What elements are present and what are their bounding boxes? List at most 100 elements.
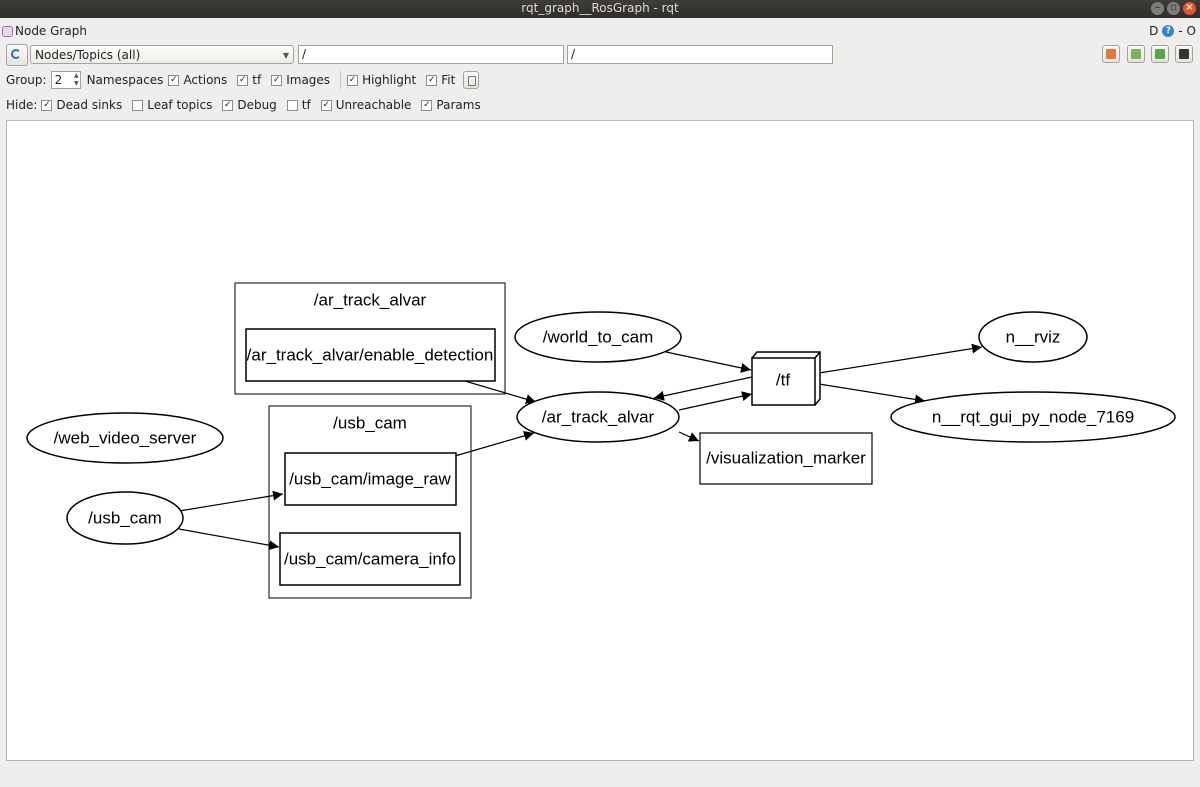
fit-option[interactable]: ✓Fit	[426, 73, 463, 87]
dead-sinks-checkbox[interactable]: ✓	[41, 100, 53, 111]
graph-svg: /ar_track_alvar /usb_cam /ar_track_alvar…	[26, 282, 1176, 599]
window-titlebar: rqt_graph__RosGraph - rqt – ▫ ×	[0, 0, 1200, 18]
cluster-usb-cam-label: /usb_cam	[333, 414, 407, 433]
edge-tf-to-rqtgui	[818, 383, 926, 405]
hide-tf-option[interactable]: tf	[286, 98, 321, 112]
node-rviz[interactable]: n__rviz	[978, 311, 1088, 363]
separator	[340, 71, 342, 89]
fit-checkbox[interactable]: ✓	[426, 75, 438, 86]
images-label: Images	[286, 73, 331, 87]
edge-tf-to-ar	[653, 376, 753, 401]
group-label: Group:	[6, 73, 47, 87]
node-world-to-cam[interactable]: /world_to_cam	[514, 311, 682, 363]
debug-label: Debug	[237, 98, 277, 112]
images-checkbox[interactable]: ✓	[271, 75, 283, 86]
load-dot-button[interactable]	[1102, 45, 1120, 63]
hide-tf-label: tf	[301, 98, 311, 112]
cluster-usb-cam[interactable]: /usb_cam	[268, 405, 472, 599]
leaf-topics-option[interactable]: Leaf topics	[132, 98, 222, 112]
node-web-video-server[interactable]: /web_video_server	[26, 412, 224, 464]
node-filter-input[interactable]: /	[298, 45, 564, 64]
node-ar-track-alvar-label: /ar_track_alvar	[542, 408, 655, 427]
save-image-button[interactable]	[1175, 45, 1193, 63]
highlight-option[interactable]: ✓Highlight	[347, 73, 426, 87]
hide-options-row: Hide: ✓Dead sinks Leaf topics ✓Debug tf …	[6, 94, 491, 116]
images-option[interactable]: ✓Images	[271, 73, 340, 87]
unreachable-checkbox[interactable]: ✓	[320, 100, 332, 111]
params-label: Params	[436, 98, 481, 112]
topic-enable-detection[interactable]: /ar_track_alvar/enable_detection	[245, 328, 496, 382]
edge-enable-to-ar	[464, 380, 537, 404]
help-icon[interactable]: ?	[1162, 25, 1175, 37]
topic-filter-input[interactable]: /	[567, 45, 833, 64]
window-title: rqt_graph__RosGraph - rqt	[521, 1, 679, 15]
chevron-down-icon: ▼	[282, 51, 289, 60]
edge-tf-to-rviz	[818, 343, 983, 374]
leaf-topics-checkbox[interactable]	[132, 100, 144, 111]
namespaces-option[interactable]: Namespaces	[87, 73, 169, 87]
tf-checkbox[interactable]: ✓	[237, 75, 249, 86]
plugin-extra[interactable]: - O	[1178, 24, 1196, 38]
plugin-controls: D ? - O	[1149, 22, 1196, 40]
graph-canvas[interactable]: /ar_track_alvar /usb_cam /ar_track_alvar…	[6, 120, 1194, 761]
params-option[interactable]: ✓Params	[421, 98, 490, 112]
debug-checkbox[interactable]: ✓	[222, 100, 234, 111]
save-svg-button[interactable]	[1151, 45, 1169, 63]
group-spinbox[interactable]: 2 ▲▼	[50, 71, 81, 89]
node-web-video-server-label: /web_video_server	[54, 429, 197, 448]
namespaces-label: Namespaces	[86, 73, 164, 87]
graph-edges	[178, 343, 983, 551]
node-usb-cam[interactable]: /usb_cam	[66, 491, 184, 545]
node-rqt-gui-label: n__rqt_gui_py_node_7169	[932, 408, 1134, 427]
node-rviz-label: n__rviz	[1006, 328, 1061, 347]
leaf-topics-label: Leaf topics	[147, 98, 213, 112]
topic-camera-info-label: /usb_cam/camera_info	[284, 550, 456, 569]
topic-image-raw[interactable]: /usb_cam/image_raw	[284, 452, 457, 506]
graph-type-combo[interactable]: Nodes/Topics (all) ▼	[30, 45, 294, 64]
close-icon[interactable]: ×	[1183, 2, 1196, 15]
save-dot-icon	[1131, 49, 1141, 59]
unreachable-label: Unreachable	[335, 98, 412, 112]
fit-icon	[468, 76, 477, 86]
image-icon	[1179, 49, 1189, 59]
tf-node[interactable]: /tf	[750, 351, 821, 407]
fit-label: Fit	[441, 73, 456, 87]
plugin-icon	[2, 26, 13, 37]
spin-arrows-icon[interactable]: ▲▼	[73, 72, 79, 87]
refresh-button[interactable]	[6, 44, 28, 66]
node-usb-cam-label: /usb_cam	[88, 509, 162, 528]
actions-option[interactable]: ✓Actions	[168, 73, 237, 87]
highlight-label: Highlight	[362, 73, 417, 87]
minimize-icon[interactable]: –	[1151, 2, 1164, 15]
group-spin-value: 2	[54, 73, 63, 87]
dead-sinks-label: Dead sinks	[56, 98, 123, 112]
actions-label: Actions	[183, 73, 228, 87]
node-ar-track-alvar[interactable]: /ar_track_alvar	[516, 391, 680, 443]
edge-world-to-tf	[665, 351, 752, 373]
fit-in-view-button[interactable]	[463, 71, 480, 89]
save-dot-button[interactable]	[1127, 45, 1145, 63]
topic-visualization-marker[interactable]: /visualization_marker	[699, 432, 873, 485]
plugin-title: Node Graph	[15, 24, 87, 38]
group-options-row: Group: 2▲▼ Namespaces ✓Actions ✓tf ✓Imag…	[6, 69, 480, 91]
graph-type-value: Nodes/Topics (all)	[35, 48, 141, 62]
topic-camera-info[interactable]: /usb_cam/camera_info	[279, 532, 461, 586]
node-world-to-cam-label: /world_to_cam	[543, 328, 654, 347]
params-checkbox[interactable]: ✓	[421, 100, 433, 111]
debug-option[interactable]: ✓Debug	[222, 98, 286, 112]
refresh-icon	[11, 49, 21, 59]
highlight-checkbox[interactable]: ✓	[347, 75, 359, 86]
tf-node-label: /tf	[776, 371, 790, 390]
actions-checkbox[interactable]: ✓	[168, 75, 180, 86]
node-rqt-gui[interactable]: n__rqt_gui_py_node_7169	[890, 391, 1176, 443]
cluster-ar-track-alvar-label: /ar_track_alvar	[314, 291, 427, 310]
unreachable-option[interactable]: ✓Unreachable	[320, 98, 422, 112]
tf-option[interactable]: ✓tf	[237, 73, 271, 87]
folder-icon	[1106, 49, 1116, 59]
maximize-icon[interactable]: ▫	[1167, 2, 1180, 15]
dead-sinks-option[interactable]: ✓Dead sinks	[41, 98, 132, 112]
dock-label[interactable]: D	[1149, 24, 1159, 38]
hide-label: Hide:	[6, 98, 38, 112]
hide-tf-checkbox[interactable]	[286, 100, 298, 111]
cluster-ar-track-alvar[interactable]: /ar_track_alvar	[234, 282, 506, 395]
